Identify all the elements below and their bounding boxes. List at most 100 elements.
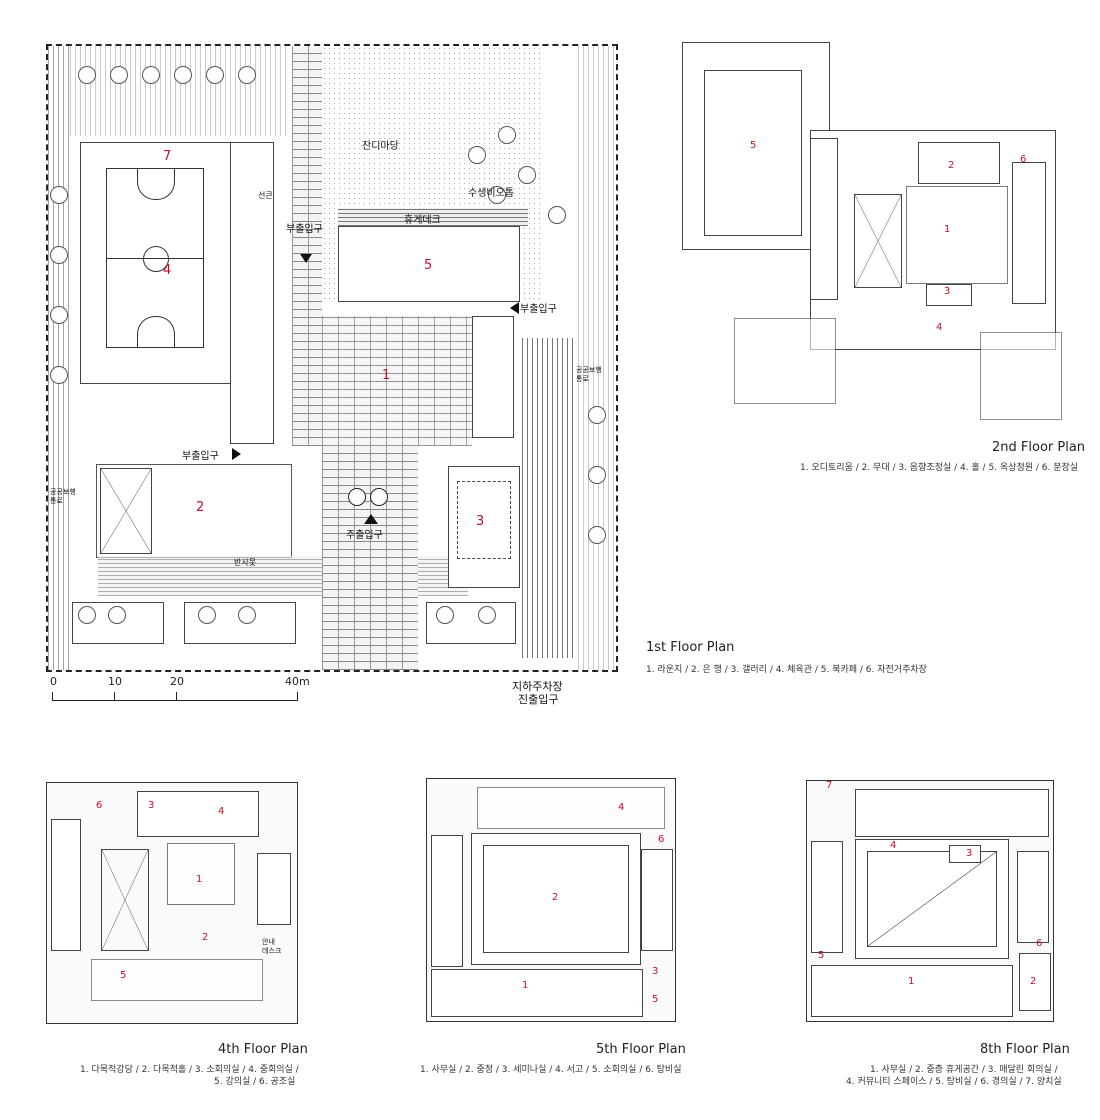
tree <box>198 606 216 624</box>
label-sub-entrance-west: 부출입구 <box>182 451 219 462</box>
floor1-right-strip <box>578 46 614 670</box>
floor1-gallery-inner <box>457 481 511 559</box>
revolving-door-icon <box>370 488 388 506</box>
floor5-room-number: 1 <box>522 980 529 991</box>
floor4-core-right <box>257 853 291 925</box>
floor8-room-number: 4 <box>890 840 897 851</box>
floor8-office-top <box>855 789 1049 837</box>
parking-triangle <box>538 656 552 666</box>
court-key-top <box>137 169 175 200</box>
floor5-office <box>431 969 643 1017</box>
floor5-room-number: 2 <box>552 892 559 903</box>
floor2-legend: 1. 오디토리움 / 2. 무대 / 3. 음향조정실 / 4. 홀 / 5. … <box>800 463 1079 473</box>
floor4-title: 4th Floor Plan <box>218 1042 308 1057</box>
scale-tick: 20 <box>170 675 184 688</box>
floor5-room-number: 6 <box>658 834 665 845</box>
floor2-room-number: 2 <box>948 160 955 171</box>
floor1-core-right <box>472 316 514 438</box>
entrance-triangle-north <box>300 254 312 263</box>
floor5-room-number: 5 <box>652 994 659 1005</box>
floor2-room-number: 3 <box>944 286 951 297</box>
floor1-title: 1st Floor Plan <box>646 640 735 655</box>
tree <box>588 406 606 424</box>
floor8-lounge <box>1019 953 1051 1011</box>
tree <box>478 606 496 624</box>
floor2-room-number: 1 <box>944 224 951 235</box>
floor8-core-left <box>811 841 843 953</box>
floor1-room-number: 2 <box>196 500 205 515</box>
label-stream: 수생비오톱 <box>468 188 514 199</box>
floor4-legend-line2: 5. 강의실 / 6. 공조실 <box>214 1077 296 1087</box>
floor8-room-number: 6 <box>1036 938 1043 949</box>
tree <box>588 466 606 484</box>
floor8-title: 8th Floor Plan <box>980 1042 1070 1057</box>
floor4-void <box>101 849 149 951</box>
court-center-circle <box>143 246 169 272</box>
floor1-site-plan <box>46 44 618 672</box>
floor8-office-bottom <box>811 965 1013 1017</box>
tree <box>468 146 486 164</box>
floor8-core-right <box>1017 851 1049 943</box>
floor8-hanging-meeting-room <box>949 845 981 863</box>
court-key-bottom <box>137 316 175 347</box>
label-sub-entrance-north: 부출입구 <box>286 224 323 235</box>
floor4-meeting-rooms <box>137 791 259 837</box>
tree <box>588 526 606 544</box>
floor5-title: 5th Floor Plan <box>596 1042 686 1057</box>
floor2-core-left <box>810 138 838 300</box>
floor4-room-number: 4 <box>218 806 225 817</box>
revolving-door-icon <box>348 488 366 506</box>
label-main-entrance: 주출입구 <box>346 530 383 541</box>
entrance-triangle-main <box>364 514 378 524</box>
floor4-classrooms <box>91 959 263 1001</box>
floor4-room-number: 3 <box>148 800 155 811</box>
tree <box>78 66 96 84</box>
floor8-legend-line2: 4. 커뮤니티 스페이스 / 5. 탕비실 / 6. 경의실 / 7. 양치실 <box>846 1077 1062 1087</box>
label-lawn: 잔디마당 <box>362 141 399 152</box>
floor8-room-number: 2 <box>1030 976 1037 987</box>
scale-bar <box>52 692 298 701</box>
floor5-legend: 1. 사무실 / 2. 중정 / 3. 세미나실 / 4. 서고 / 5. 소회… <box>420 1065 682 1075</box>
floor4-plan <box>46 782 298 1024</box>
floor1-bank-void <box>100 468 152 554</box>
tree <box>548 206 566 224</box>
floor2-plan <box>682 42 1062 422</box>
tree <box>142 66 160 84</box>
floor1-room-number: 3 <box>476 514 485 529</box>
floor8-room-number: 3 <box>966 848 973 859</box>
label-public-path-right: 공공보행 통로 <box>576 366 602 383</box>
floor8-plan <box>806 780 1054 1022</box>
floor1-book-cafe <box>338 226 520 302</box>
floor5-archive <box>477 787 665 829</box>
floor1-legend: 1. 라운지 / 2. 은 행 / 3. 갤러리 / 4. 체육관 / 5. 북… <box>646 665 927 675</box>
floor8-atrium-void <box>867 851 997 947</box>
court-center-line <box>107 258 203 259</box>
floor1-brick-walkway <box>292 46 322 446</box>
floor4-info-desk: 안내 데스크 <box>262 938 282 955</box>
floor1-room-number: 5 <box>424 258 433 273</box>
tree <box>488 186 506 204</box>
tree <box>238 606 256 624</box>
floor8-room-number: 1 <box>908 976 915 987</box>
tree <box>50 366 68 384</box>
floor1-rest-deck <box>338 208 528 226</box>
floor2-terrace-left <box>734 318 836 404</box>
tree <box>436 606 454 624</box>
floor8-room-number: 7 <box>826 780 833 791</box>
entrance-triangle-east <box>510 302 519 314</box>
floor1-room-number: 4 <box>163 263 172 278</box>
floor8-legend-line1: 1. 사무실 / 2. 중층 휴게공간 / 3. 매달린 회의실 / <box>870 1065 1058 1075</box>
floor1-top-planting <box>70 46 290 136</box>
floor1-room-number: 1 <box>382 368 391 383</box>
floor5-room-number: 3 <box>652 966 659 977</box>
scale-tick: 0 <box>50 675 57 688</box>
label-parking-line2: 진출입구 <box>518 693 559 706</box>
tree <box>518 166 536 184</box>
floor4-room-number: 2 <box>202 932 209 943</box>
tree <box>78 606 96 624</box>
floor5-courtyard <box>483 845 629 953</box>
scale-tick: 10 <box>108 675 122 688</box>
tree <box>108 606 126 624</box>
floor5-plan <box>426 778 676 1022</box>
floor2-room-number: 5 <box>750 140 757 151</box>
